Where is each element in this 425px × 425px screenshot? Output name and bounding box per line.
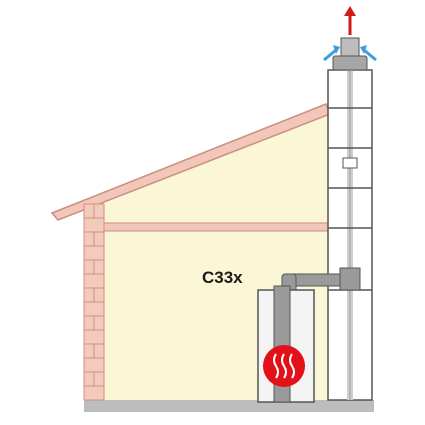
boiler-unit xyxy=(257,285,315,403)
system-label: C33x xyxy=(202,268,243,287)
up-arrow-icon xyxy=(344,6,356,35)
connector-pipe xyxy=(281,267,361,295)
ceiling-beam xyxy=(103,222,329,232)
chimney-shaft xyxy=(327,69,373,401)
brick-wall xyxy=(83,203,105,401)
inward-arrow-icon xyxy=(323,45,377,62)
flue-terminal xyxy=(332,37,368,71)
ground-strip xyxy=(84,400,374,412)
chimney-cleanout xyxy=(342,157,358,169)
